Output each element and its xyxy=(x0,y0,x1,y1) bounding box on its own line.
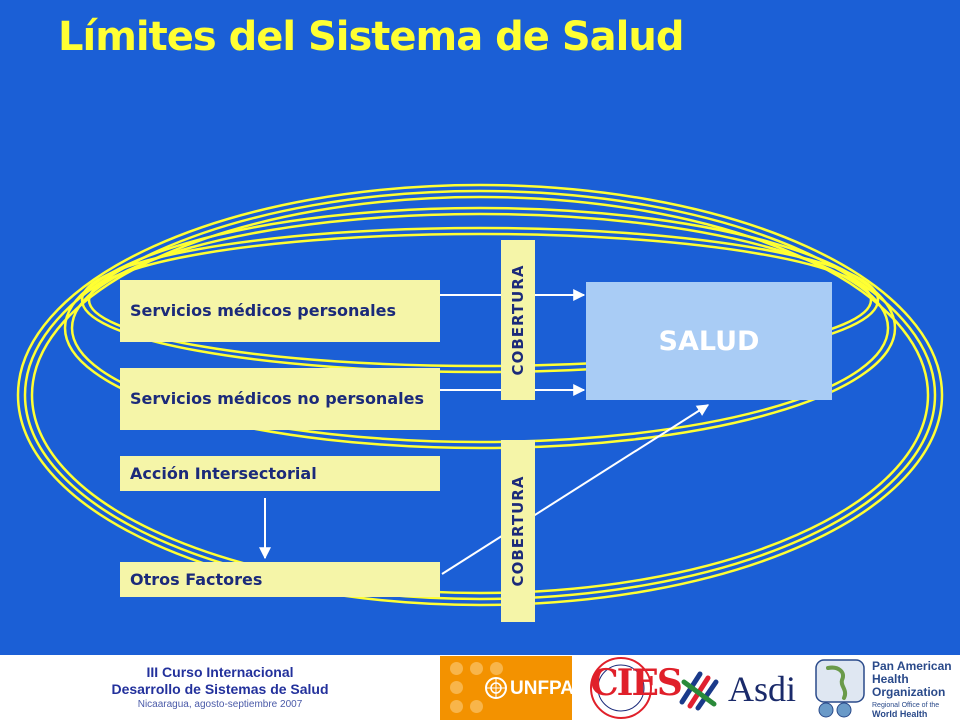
inner-boundary-ellipses xyxy=(80,226,880,374)
unfpa-wordmark: UNFPA xyxy=(510,678,572,699)
unfpa-dot xyxy=(450,700,463,713)
asdi-logo: Asdi xyxy=(670,656,800,720)
coverage-label-upper: COBERTURA xyxy=(509,264,527,376)
footer-course-date: Nicaaragua, agosto-septiembre 2007 xyxy=(137,699,303,710)
sponsor-logos: UNFPA CIES Asdi xyxy=(440,656,960,720)
inner-ellipse-2 xyxy=(87,232,873,368)
salud-box: SALUD xyxy=(586,282,832,400)
paho-subtitle-line2: World Health Organization xyxy=(872,709,928,720)
box-servicios-medicos-no-personales: Servicios médicos no personales xyxy=(120,368,440,430)
paho-title-line2: Health xyxy=(872,672,909,686)
un-emblem-icon xyxy=(485,677,507,699)
outer-ellipse-2 xyxy=(23,189,937,601)
unfpa-logo: UNFPA xyxy=(440,656,572,720)
unfpa-dot xyxy=(470,662,483,675)
middle-ellipse-1 xyxy=(63,206,897,450)
coverage-label-lower: COBERTURA xyxy=(509,475,527,587)
paho-title-line3: Organization xyxy=(872,685,946,699)
footer-course-title: III Curso Internacional xyxy=(146,664,294,680)
coverage-bar-upper: COBERTURA xyxy=(501,240,535,400)
middle-boundary-ellipses xyxy=(63,206,897,450)
inner-ellipse-1 xyxy=(80,226,880,374)
middle-ellipse-2 xyxy=(70,212,890,444)
footer-course-subtitle: Desarrollo de Sistemas de Salud xyxy=(111,681,329,697)
box-servicios-medicos-personales: Servicios médicos personales xyxy=(120,280,440,342)
outer-ellipse-3 xyxy=(30,195,930,595)
slide-title: Límites del Sistema de Salud xyxy=(58,14,684,60)
paho-title-line1: Pan American xyxy=(872,659,952,673)
arrow-otros-to-salud xyxy=(441,404,710,575)
asdi-wordmark: Asdi xyxy=(728,669,797,709)
cies-logo: CIES xyxy=(578,656,683,720)
unfpa-dot xyxy=(470,700,483,713)
unfpa-dot xyxy=(450,681,463,694)
outer-boundary-ellipses xyxy=(16,183,944,607)
outer-ellipse-1 xyxy=(16,183,944,607)
box-otros-factores: Otros Factores xyxy=(120,562,440,597)
coverage-bar-lower: COBERTURA xyxy=(501,440,535,622)
salud-label: SALUD xyxy=(658,325,760,357)
unfpa-dot xyxy=(490,662,503,675)
paho-logo: Pan American Health Organization Regiona… xyxy=(812,656,960,720)
box-accion-intersectorial: Acción Intersectorial xyxy=(120,456,440,491)
cies-seal-icon xyxy=(590,657,652,719)
unfpa-dot xyxy=(450,662,463,675)
paho-subtitle-line1: Regional Office of the xyxy=(872,702,940,709)
paho-globe-icon xyxy=(815,659,865,718)
main-panel: Límites del Sistema de Salud xyxy=(0,0,960,655)
footer-course-info: III Curso Internacional Desarrollo de Si… xyxy=(40,664,400,711)
asdi-emblem-icon xyxy=(679,671,719,711)
cies-wordmark: CIES xyxy=(590,662,683,704)
